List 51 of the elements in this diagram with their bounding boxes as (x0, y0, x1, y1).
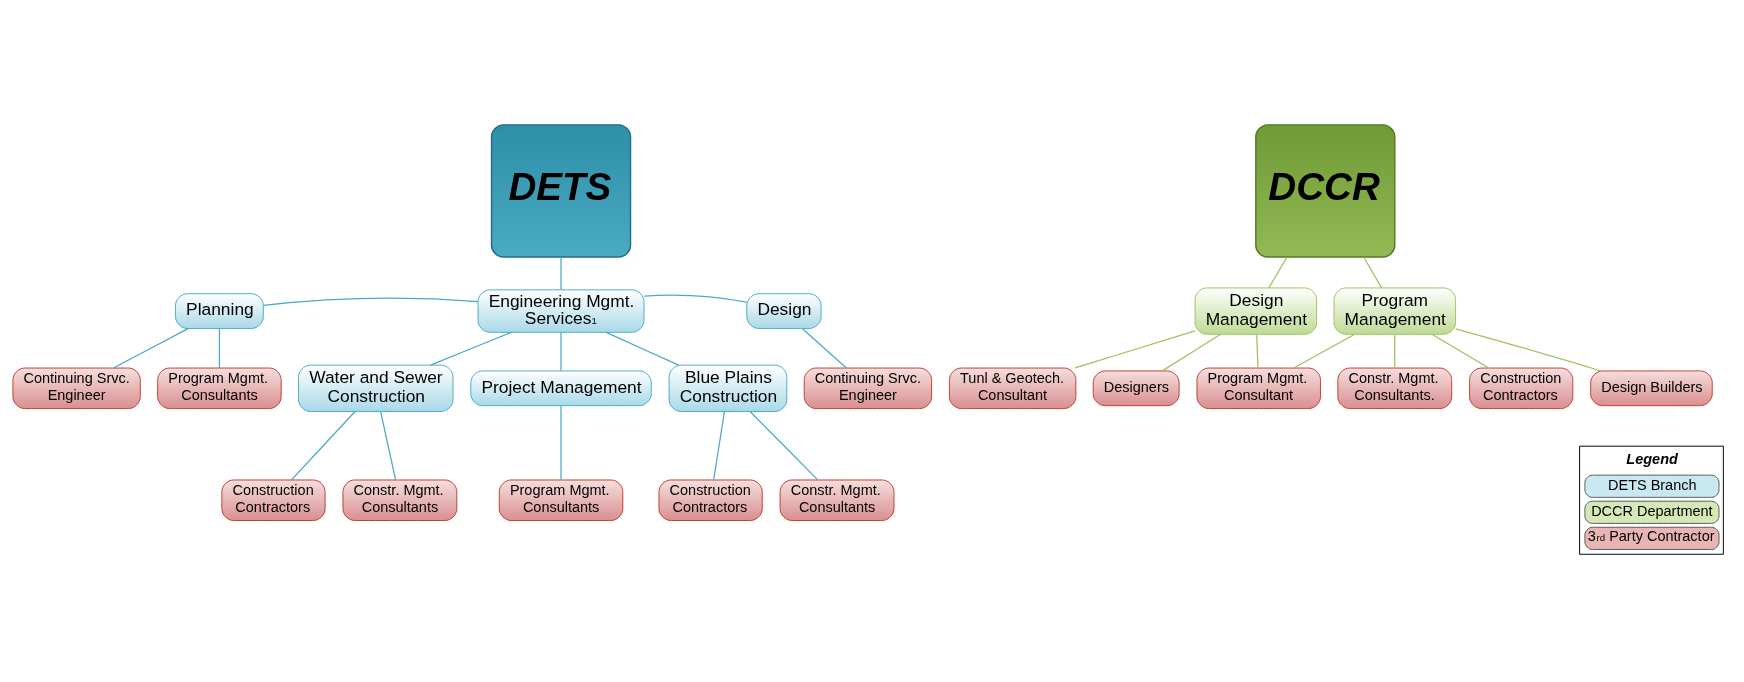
node-box: Continuing Srvc. Engineer (803, 367, 933, 409)
connector (1268, 256, 1288, 288)
node-box: Program Mgmt. Consultants (498, 479, 624, 521)
node-box: Construction Contractors (658, 479, 763, 521)
connector (560, 256, 562, 290)
node-box: Program Management (1333, 286, 1457, 335)
connector (1074, 329, 1196, 369)
node-box: Constr. Mgmt. Consultants. (1337, 367, 1453, 409)
connector (430, 331, 512, 366)
connector (801, 327, 847, 369)
node-box: Construction Contractors (1469, 367, 1574, 409)
node-box: Engineering Mgmt. Services1 (477, 288, 645, 333)
node-box: Constr. Mgmt. Consultants (779, 479, 895, 521)
node-box: Project Management (470, 369, 652, 406)
connector (643, 294, 748, 303)
node-box: Constr. Mgmt. Consultants (342, 479, 458, 521)
node-box: DCCR (1255, 123, 1396, 258)
connector (1394, 333, 1396, 368)
node-box: Blue Plains Construction (668, 364, 788, 412)
node-box: Design Builders (1590, 369, 1713, 406)
connector (262, 296, 479, 306)
node-box: Program Mgmt. Consultant (1196, 367, 1321, 409)
connector (291, 410, 356, 480)
node-box: Planning (175, 292, 264, 329)
connector (1431, 333, 1490, 369)
label: Legend (1626, 450, 1678, 467)
connector (560, 404, 562, 480)
connector (112, 327, 189, 369)
connector (605, 331, 680, 366)
connector (1363, 256, 1383, 288)
legend-label: 3rd Party Contractor (1587, 527, 1715, 544)
legend-label: DCCR Department (1591, 502, 1713, 519)
connector (1293, 333, 1355, 369)
node-box: Continuing Srvc. Engineer (12, 367, 141, 409)
node-box: Designers (1092, 369, 1180, 406)
connector (218, 327, 221, 369)
connector (713, 410, 726, 480)
node-box: DETS (490, 123, 632, 258)
connector (380, 410, 397, 480)
connector (560, 331, 562, 371)
legend-label: DETS Branch (1608, 476, 1697, 493)
node-box: Construction Contractors (221, 479, 326, 521)
connector (749, 410, 819, 480)
node-box: Water and Sewer Construction (298, 364, 454, 412)
node-box: Tunl & Geotech. Consultant (948, 367, 1077, 409)
node-box: Design Management (1194, 286, 1318, 335)
connector (1161, 333, 1221, 372)
node-box: Program Mgmt. Consultants (157, 367, 282, 409)
connector (1455, 327, 1602, 372)
connector (1256, 333, 1259, 368)
node-box: Design (746, 292, 822, 329)
